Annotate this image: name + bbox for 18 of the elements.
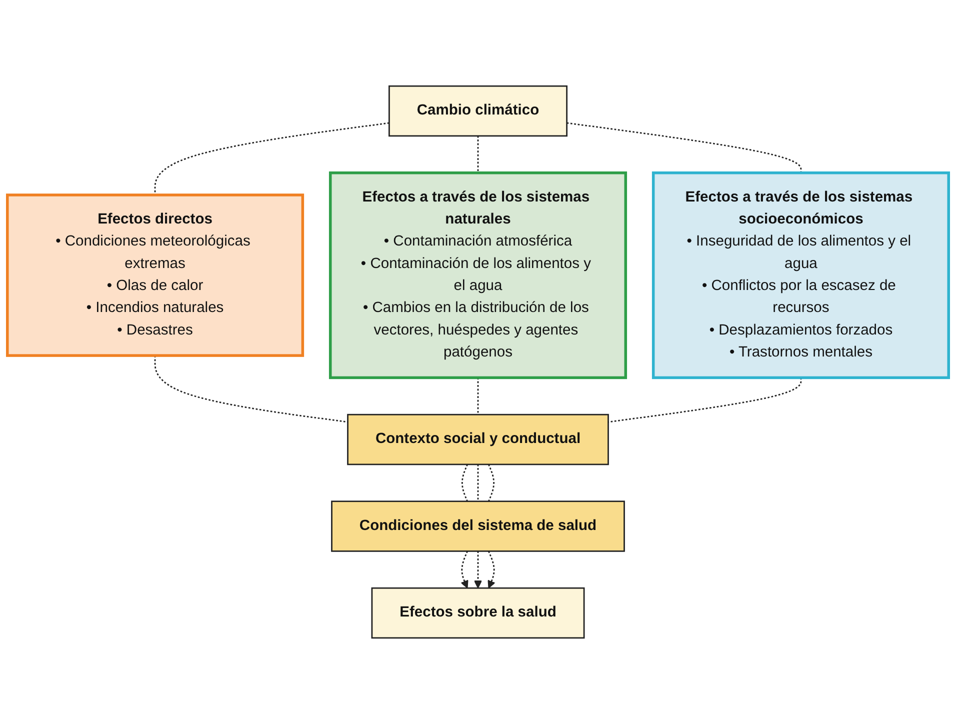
arrow bbox=[488, 550, 496, 588]
node-box: Efectos sobre la salud bbox=[371, 587, 585, 639]
connector bbox=[477, 464, 479, 502]
arrow bbox=[460, 550, 468, 588]
connector bbox=[154, 122, 390, 195]
connector bbox=[608, 378, 802, 423]
node-box: Contexto social y conductual bbox=[347, 414, 609, 466]
connector bbox=[477, 378, 479, 415]
node-box: Condiciones del sistema de salud bbox=[331, 500, 625, 552]
connector bbox=[154, 356, 348, 423]
node-box: Efectos a través de los sistemas naturales • Contaminación atmosférica • Contaminación de los alimentos y el agua • Cambios en la distribución de los vectores, huéspedes y agentes patógenos bbox=[328, 171, 628, 380]
connector bbox=[477, 136, 479, 173]
connector bbox=[488, 464, 495, 502]
arrow bbox=[474, 551, 482, 588]
node-box: Efectos a través de los sistemas socioeconómicos • Inseguridad de los alimentos y el agua • Conflictos por la escasez de recursos • Desplazamientos forzados • Trastornos mentales bbox=[652, 171, 950, 380]
node-box: Cambio climático bbox=[388, 85, 568, 137]
node-box: Efectos directos • Condiciones meteorológicas extremas • Olas de calor • Incendios naturales • Desastres bbox=[6, 194, 304, 357]
connector bbox=[461, 464, 468, 502]
